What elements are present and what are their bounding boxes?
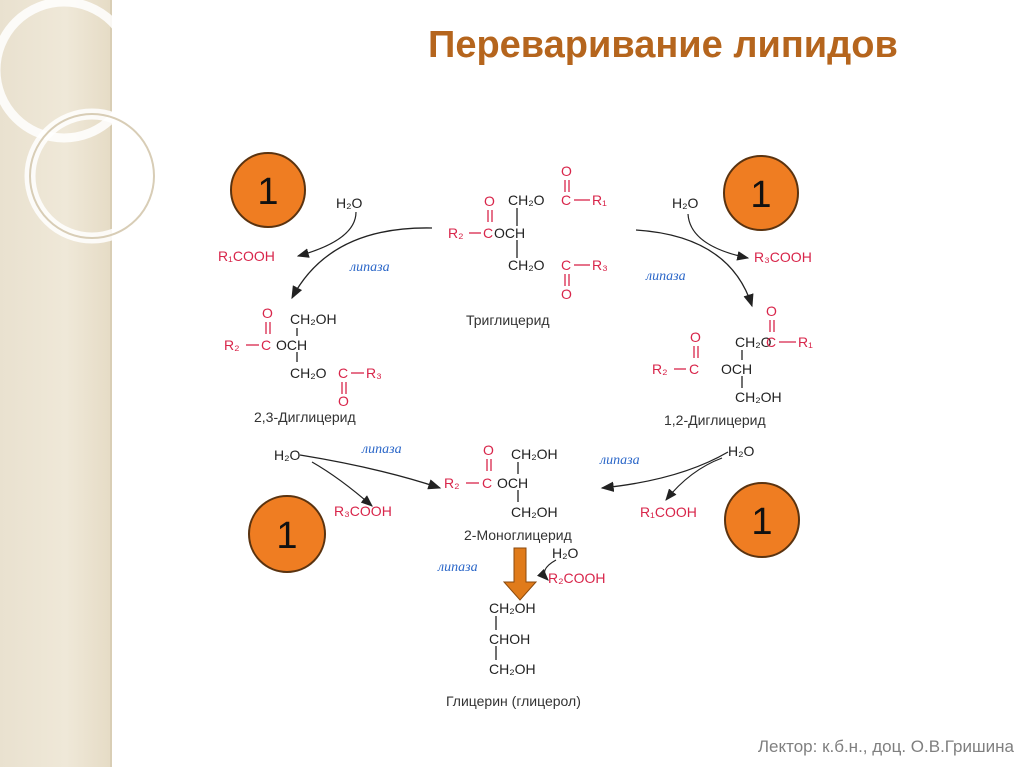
diglyceride-12-structure: CH₂O OCH CH₂OH O C R₁ O R₂ C 1,2-Диглице… <box>652 303 813 428</box>
gl-ch2oh-top: CH₂OH <box>489 600 536 616</box>
tg-r1: R₁ <box>592 192 607 208</box>
dg12-o-mid: O <box>690 329 701 345</box>
tg-ch2o-top: CH₂O <box>508 192 545 208</box>
water-2: H₂O <box>672 195 699 211</box>
enzyme-label-1: липаза <box>349 260 390 275</box>
badge-number-1: 1 <box>257 171 278 213</box>
enzyme-label-4: липаза <box>599 453 640 468</box>
badge-number-2: 1 <box>750 174 771 216</box>
dg23-o-bottom: O <box>338 393 349 409</box>
tg-ch2o-bottom: CH₂O <box>508 257 545 273</box>
tg-c-bottom: C <box>561 257 571 273</box>
reaction-tg-to-dg23: H₂O R₁COOH липаза <box>218 195 433 300</box>
dg23-r2: R₂ <box>224 337 240 353</box>
label-glycerol: Глицерин (глицерол) <box>446 693 581 709</box>
triglyceride-structure: CH₂O OCH CH₂O O C R₁ O R₂ C C R₃ O Тригл… <box>448 163 608 328</box>
tg-o-mid: O <box>484 193 495 209</box>
dg23-r3: R₃ <box>366 365 382 381</box>
reaction-dg23-to-mg: H₂O R₃COOH липаза <box>274 442 442 519</box>
dg23-ch2oh: CH₂OH <box>290 311 337 327</box>
reaction-mg-to-glycerol: H₂O R₂COOH липаза <box>437 545 606 601</box>
label-diglyceride-12: 1,2-Диглицерид <box>664 412 766 428</box>
enzyme-label-3: липаза <box>361 442 402 457</box>
dg12-ch2oh: CH₂OH <box>735 389 782 405</box>
tg-o-top: O <box>561 163 572 179</box>
dg12-o-top: O <box>766 303 777 319</box>
dg12-c-mid: C <box>689 361 699 377</box>
badge-number-4: 1 <box>751 501 772 543</box>
dg12-ch2o: CH₂O <box>735 334 772 350</box>
label-triglyceride: Триглицерид <box>466 312 550 328</box>
water-1: H₂O <box>336 195 363 211</box>
dg23-o-mid: O <box>262 305 273 321</box>
water-5: H₂O <box>552 545 579 561</box>
slide-title: Переваривание липидов <box>428 24 898 66</box>
badge-top-left: 1 <box>230 152 306 228</box>
tg-r3: R₃ <box>592 257 608 273</box>
mg-och: OCH <box>497 475 528 491</box>
acid-r3-left: R₃COOH <box>334 503 392 519</box>
decorative-rings <box>0 0 160 244</box>
water-3: H₂O <box>274 447 301 463</box>
acid-r3-right: R₃COOH <box>754 249 812 265</box>
diglyceride-23-structure: CH₂OH OCH CH₂O O R₂ C C R₃ O 2,3-Диглице… <box>224 305 382 425</box>
tg-r2: R₂ <box>448 225 464 241</box>
enzyme-label-2: липаза <box>645 269 686 284</box>
tg-c-top: C <box>561 192 571 208</box>
mg-r2: R₂ <box>444 475 460 491</box>
lecturer-footer: Лектор: к.б.н., доц. О.В.Гришина <box>757 737 1014 756</box>
dg23-c-bottom: C <box>338 365 348 381</box>
mg-ch2oh-bottom: CH₂OH <box>511 504 558 520</box>
mg-o: O <box>483 442 494 458</box>
tg-o-bottom: O <box>561 286 572 302</box>
dg12-c-top: C <box>766 334 776 350</box>
dg23-och: OCH <box>276 337 307 353</box>
label-diglyceride-23: 2,3-Диглицерид <box>254 409 356 425</box>
glycerol-structure: CH₂OH CHOH CH₂OH Глицерин (глицерол) <box>446 600 581 709</box>
badge-bottom-left: 1 <box>248 495 326 573</box>
badge-bottom-right: 1 <box>724 482 800 558</box>
reaction-tg-to-dg12: H₂O R₃COOH липаза <box>635 195 812 308</box>
mg-c: C <box>482 475 492 491</box>
gl-ch2oh-bottom: CH₂OH <box>489 661 536 677</box>
dg12-r1: R₁ <box>798 334 813 350</box>
gl-choh: CHOH <box>489 631 530 647</box>
dg23-ch2o: CH₂O <box>290 365 327 381</box>
monoglyceride-structure: CH₂OH OCH CH₂OH O R₂ C 2-Моноглицерид <box>444 442 572 543</box>
badge-number-3: 1 <box>276 515 297 557</box>
acid-r1-left: R₁COOH <box>218 248 275 264</box>
dg12-r2: R₂ <box>652 361 668 377</box>
enzyme-label-5: липаза <box>437 560 478 575</box>
tg-och: OCH <box>494 225 525 241</box>
acid-r2: R₂COOH <box>548 570 606 586</box>
tg-c-mid: C <box>483 225 493 241</box>
dg23-c-mid: C <box>261 337 271 353</box>
badge-top-right: 1 <box>723 155 799 231</box>
water-4: H₂O <box>728 443 755 459</box>
reaction-dg12-to-mg: H₂O R₁COOH липаза <box>599 443 755 520</box>
label-monoglyceride: 2-Моноглицерид <box>464 527 572 543</box>
dg12-och: OCH <box>721 361 752 377</box>
side-band-divider <box>110 0 112 767</box>
acid-r1-right: R₁COOH <box>640 504 697 520</box>
mg-ch2oh-top: CH₂OH <box>511 446 558 462</box>
